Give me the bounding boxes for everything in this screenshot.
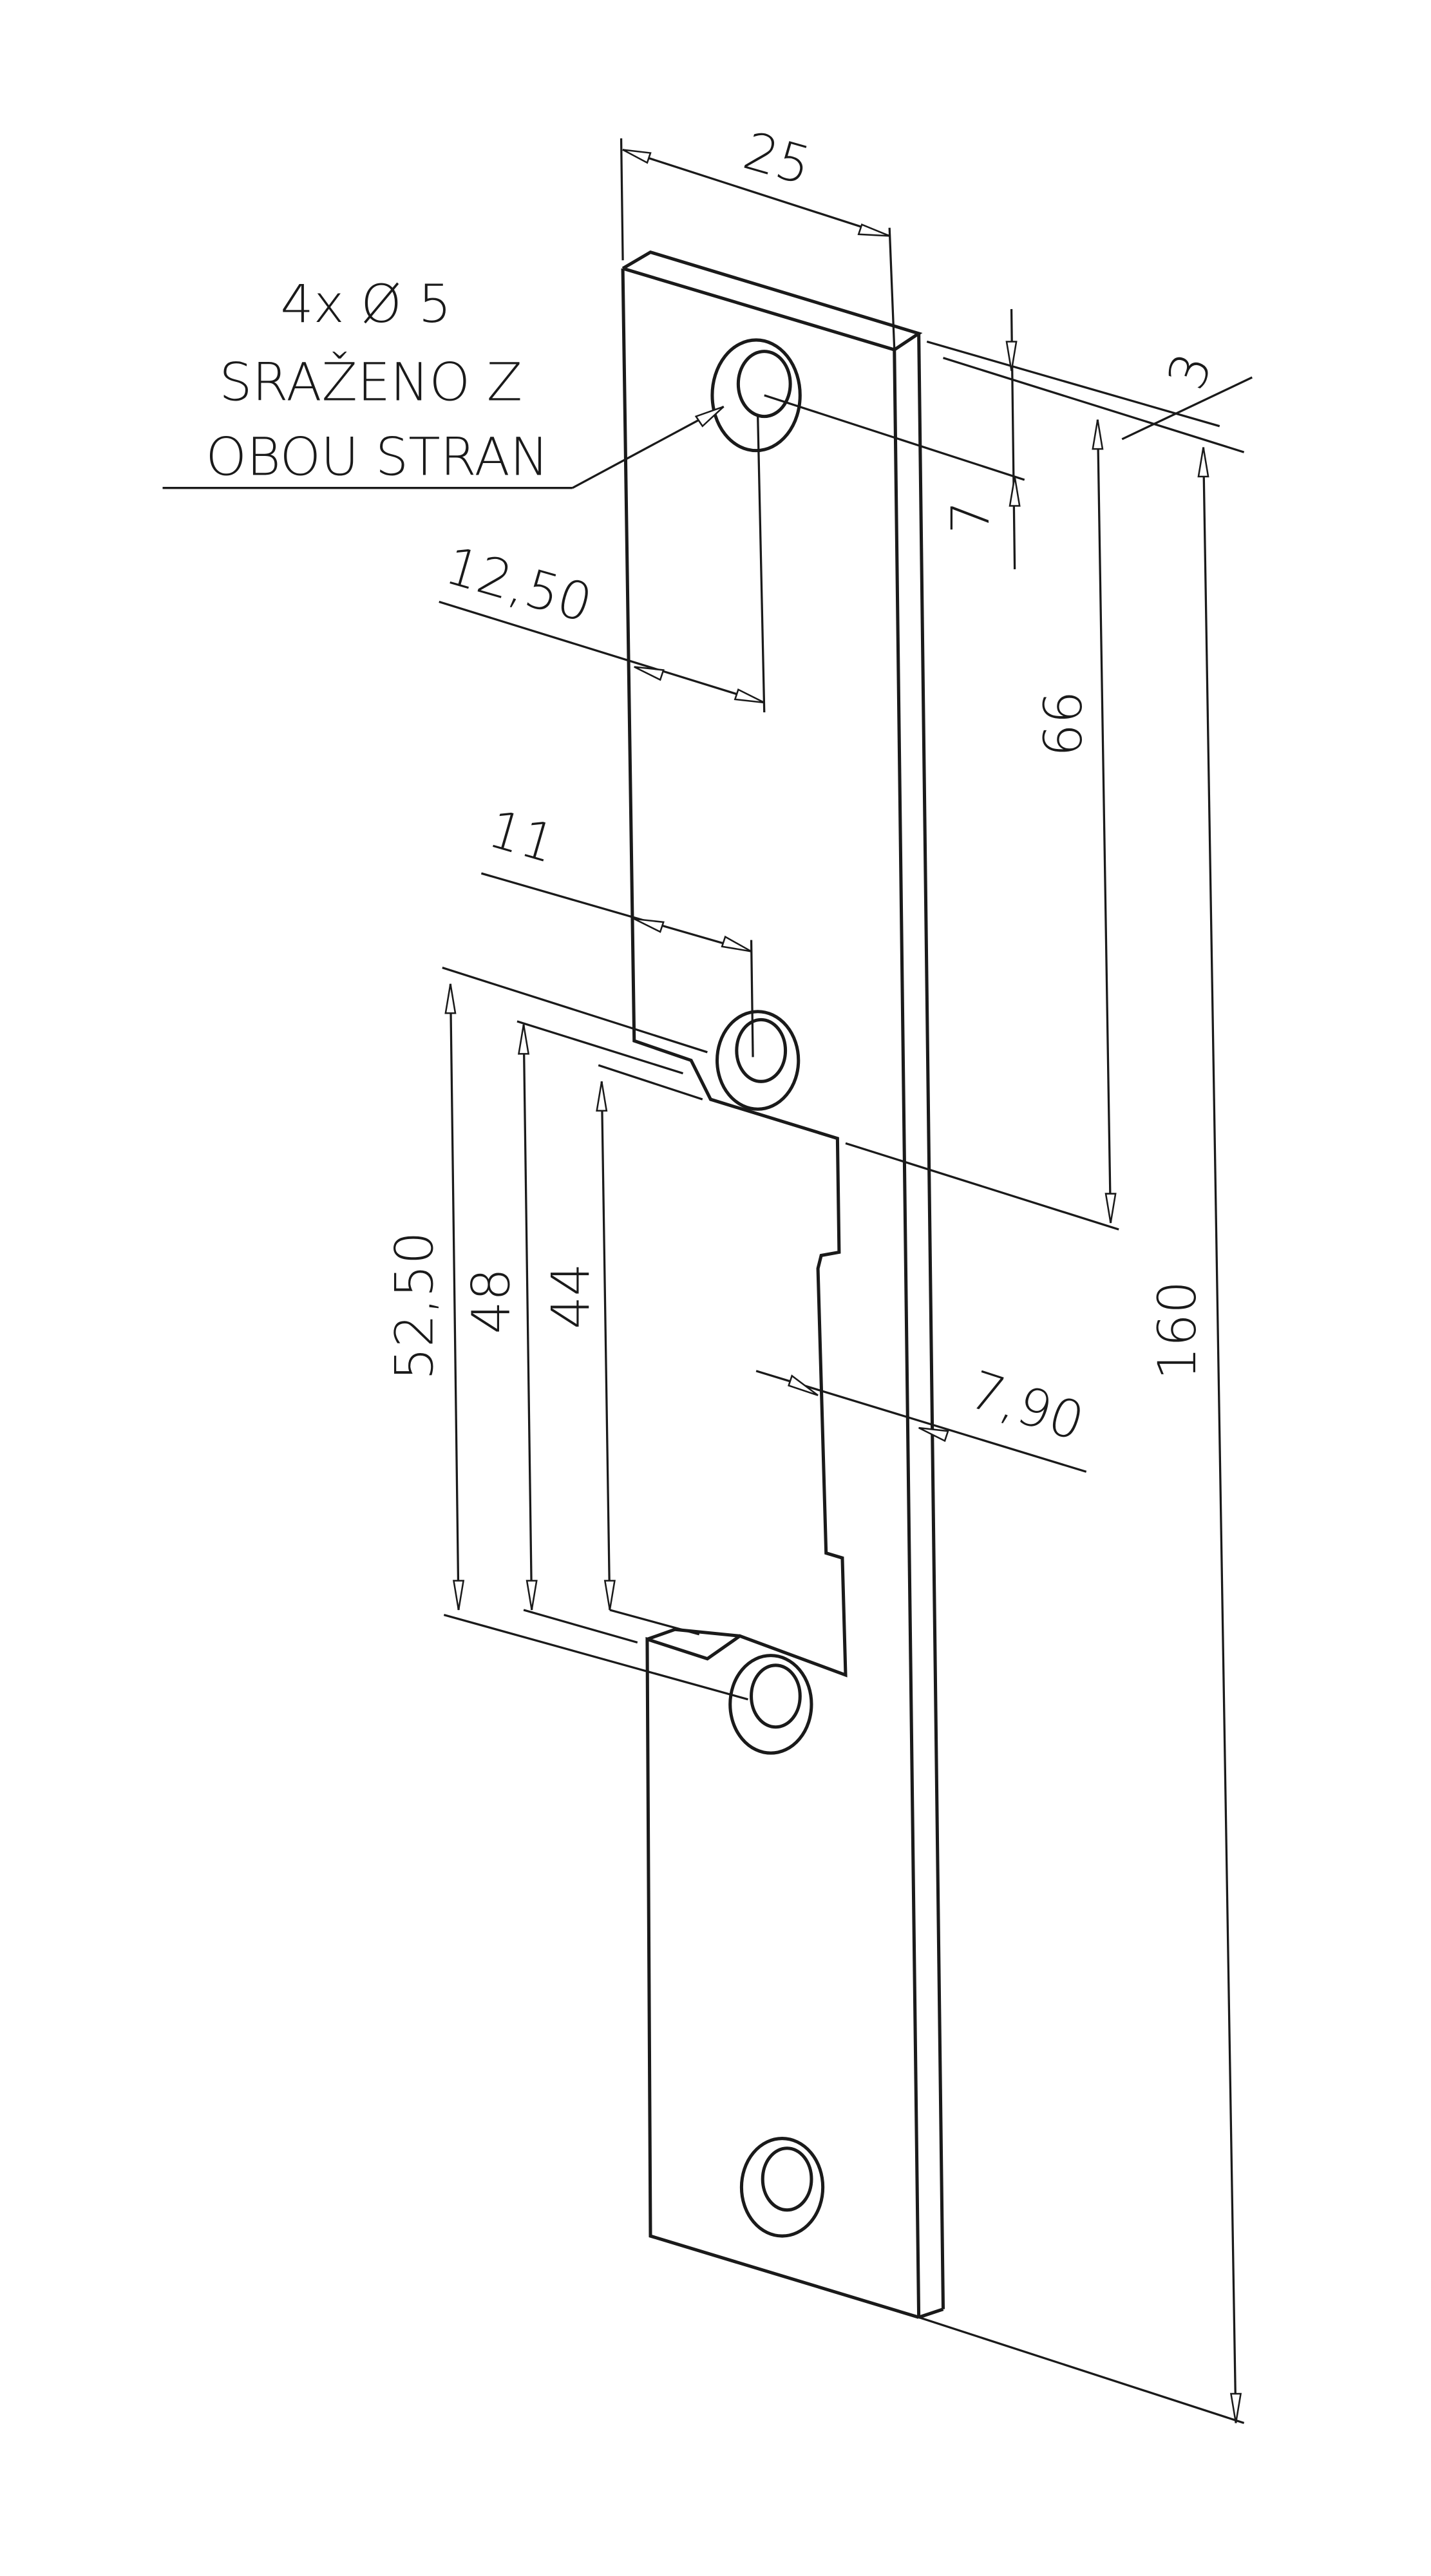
note-line-1: 4x Ø 5 <box>280 274 451 335</box>
plate-outline <box>621 250 945 2319</box>
dim-width: 25 <box>737 121 817 198</box>
hole-1 <box>710 338 802 453</box>
mounting-holes <box>710 338 825 2238</box>
dim-opening-mid: 48 <box>461 1268 522 1334</box>
note-line-2: SRAŽENO Z <box>219 352 522 413</box>
hole-3 <box>728 1654 813 1755</box>
dim-hole-offset-edge: 12,50 <box>439 535 598 634</box>
dim-opening-inner: 44 <box>541 1263 602 1329</box>
note-callout: 4x Ø 5 SRAŽENO Z OBOU STRAN <box>205 274 549 488</box>
dim-thickness: 3 <box>1156 346 1224 397</box>
dim-opening-outer: 52,50 <box>385 1231 446 1380</box>
hole-2 <box>715 1010 801 1111</box>
dim-hole-offset-top: 7 <box>941 500 1001 533</box>
dim-total-length: 160 <box>1148 1281 1208 1380</box>
note-line-3: OBOU STRAN <box>205 428 549 488</box>
dim-hole-spacing: 66 <box>1034 690 1094 757</box>
hole-4 <box>739 2137 825 2238</box>
dimension-lines <box>162 138 1253 2425</box>
dim-hole-offset-mid: 11 <box>482 799 562 876</box>
dimension-labels: 25 3 7 12,50 66 11 52,50 48 44 7,90 160 <box>385 121 1224 1454</box>
